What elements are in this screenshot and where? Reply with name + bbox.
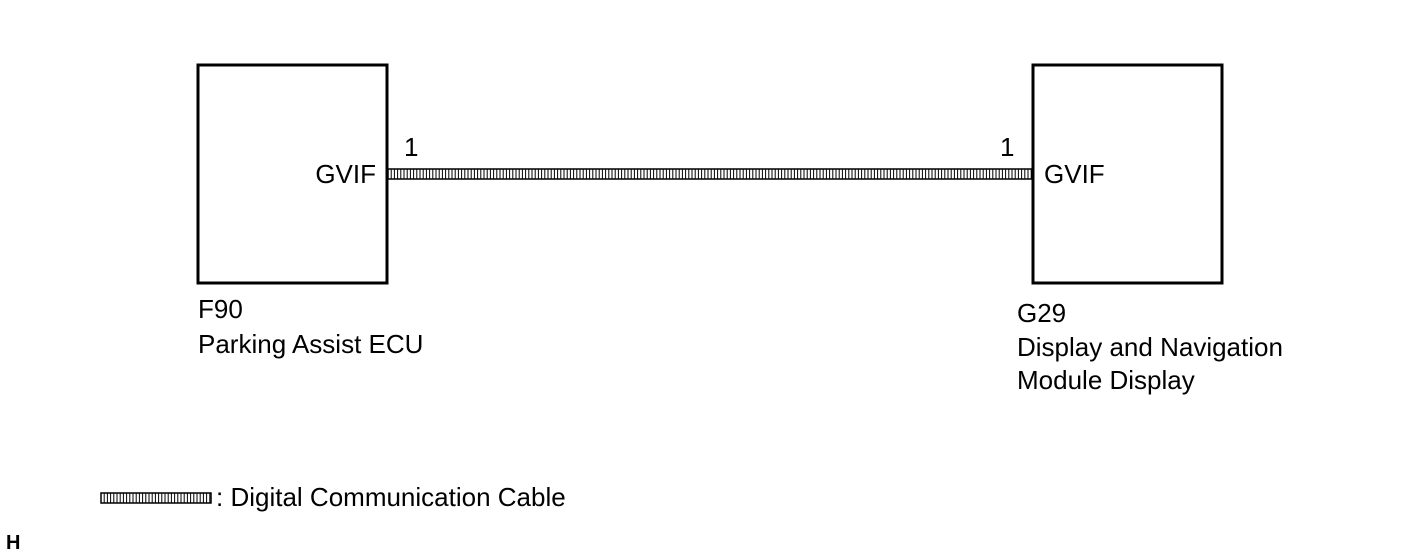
corner-tag: H	[6, 532, 20, 554]
left-component-code: F90	[198, 294, 243, 324]
legend-cable-icon	[100, 492, 212, 504]
left-component-name: Parking Assist ECU	[198, 329, 423, 359]
display-navigation-module-box	[1031, 63, 1224, 285]
cable-stripes	[390, 169, 1032, 179]
cable-stripes	[103, 493, 211, 503]
right-component-name-line1: Display and Navigation	[1017, 332, 1283, 362]
legend-label: : Digital Communication Cable	[216, 482, 566, 512]
digital-communication-cable	[387, 168, 1033, 180]
right-component-code: G29	[1017, 298, 1066, 328]
cable-outline	[387, 168, 1033, 180]
right-component-name-line2: Module Display	[1017, 365, 1195, 395]
left-terminal-label: GVIF	[315, 159, 376, 189]
left-pin-number: 1	[404, 132, 418, 162]
cable-outline	[100, 492, 212, 504]
right-terminal-label: GVIF	[1044, 159, 1105, 189]
parking-assist-ecu-box	[196, 63, 389, 285]
right-pin-number: 1	[1000, 132, 1014, 162]
